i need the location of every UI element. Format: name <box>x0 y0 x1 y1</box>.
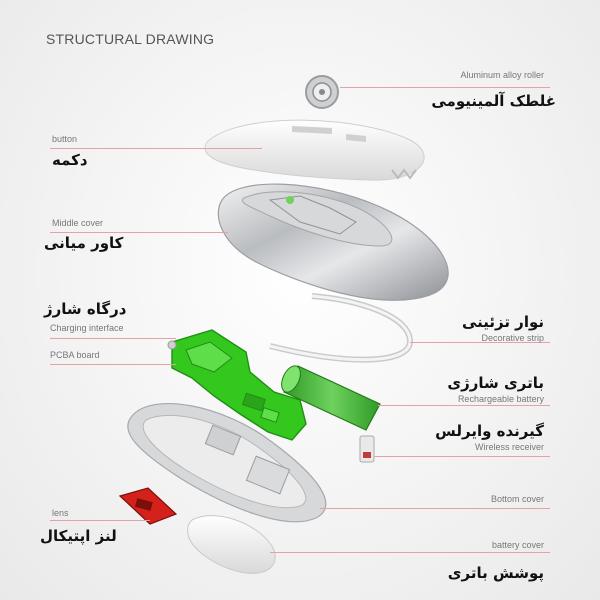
label-button-fa: دکمه <box>52 151 88 169</box>
bottom-cover-part <box>127 403 327 523</box>
label-pcba-en: PCBA board <box>50 350 100 360</box>
label-middle-en: Middle cover <box>52 218 104 228</box>
aluminum-roller-part <box>305 75 339 109</box>
label-battery-en: Rechargeable battery <box>457 394 544 404</box>
pcba-board-part <box>167 329 307 441</box>
button-part <box>204 119 425 181</box>
leader-line-roller <box>340 87 550 88</box>
leader-line-lens <box>50 520 150 521</box>
label-charging-en: Charging interface <box>50 323 124 333</box>
leader-line-middle-cover <box>50 232 228 233</box>
label-roller-fa: غلطک آلمینیومی <box>431 92 556 110</box>
leader-line-receiver <box>374 456 550 457</box>
label-battcover-fa: پوشش باتری <box>447 564 544 582</box>
label-strip-en: Decorative strip <box>481 333 544 343</box>
leader-line-battery <box>378 405 550 406</box>
label-lens-fa: لنز اپتیکال <box>40 527 117 545</box>
label-lens-en: lens <box>52 508 69 518</box>
label-middle-fa: کاور میانی <box>44 234 124 252</box>
middle-cover-part <box>217 183 449 301</box>
wireless-receiver-part <box>359 435 375 463</box>
label-bottom-en: Bottom cover <box>490 494 544 504</box>
leader-line-pcba <box>50 364 176 365</box>
label-battcover-en: battery cover <box>491 540 544 550</box>
label-receiver-en: Wireless receiver <box>474 442 544 452</box>
label-battery-fa: باتری شارژی <box>447 374 544 392</box>
leader-line-strip <box>410 342 550 343</box>
leader-line-bottom <box>320 508 550 509</box>
leader-line-battery-cover <box>270 552 550 553</box>
label-strip-fa: نوار تزئینی <box>461 313 544 331</box>
battery-cover-part <box>187 515 276 574</box>
optical-lens-part <box>118 487 178 525</box>
leader-line-charging <box>50 338 176 339</box>
label-roller-en: Aluminum alloy roller <box>460 70 544 80</box>
rechargeable-battery-part <box>281 365 381 431</box>
diagram-title: STRUCTURAL DRAWING <box>46 31 215 47</box>
label-receiver-fa: گیرنده وایرلس <box>435 422 544 440</box>
leader-line-button <box>50 148 262 149</box>
label-charging-fa: درگاه شارژ <box>44 300 127 318</box>
label-button-en: button <box>52 134 78 144</box>
decorative-strip-part <box>269 293 413 363</box>
